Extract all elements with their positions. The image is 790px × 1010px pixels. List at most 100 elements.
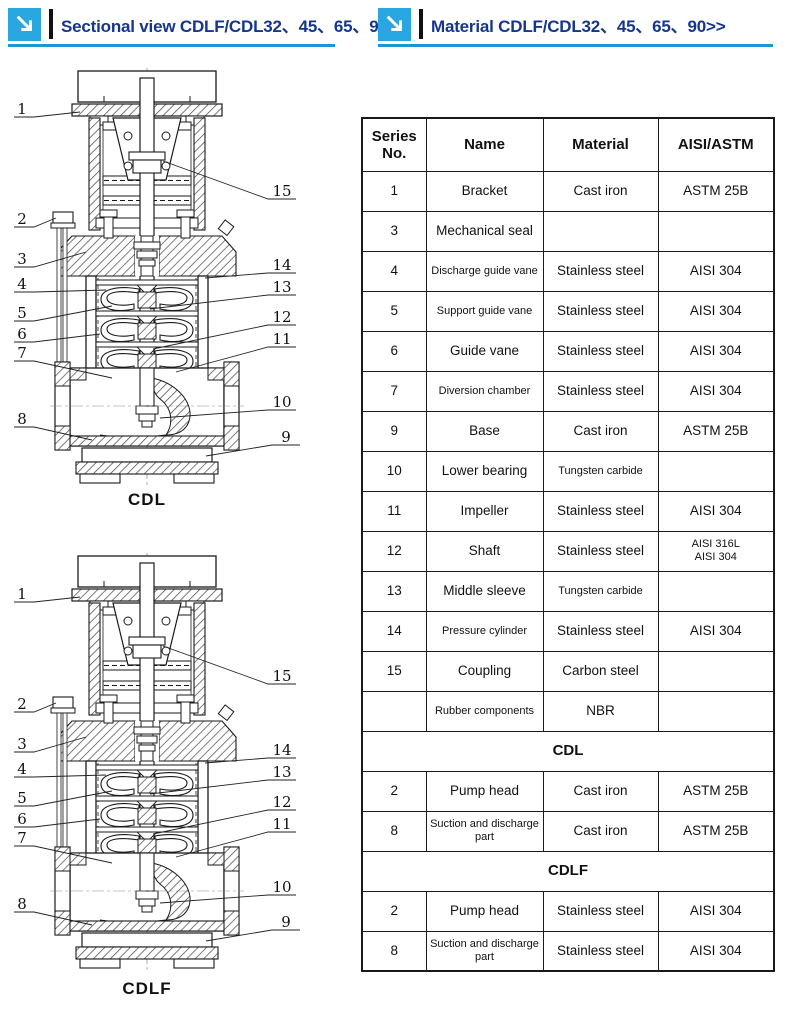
callout-number: 11	[272, 330, 291, 348]
table-cell-aisi	[657, 690, 775, 732]
callout-number: 1	[17, 585, 27, 603]
table-cell-material: Stainless steel	[542, 490, 659, 532]
table-cell-material: NBR	[542, 690, 659, 732]
table-cell-aisi: AISI 316L AISI 304	[657, 530, 775, 572]
callout-number: 12	[272, 308, 291, 326]
table-cell-no: 5	[361, 290, 427, 332]
table-cell-aisi: AISI 304	[657, 610, 775, 652]
material-title: Material CDLF/CDL32、45、65、90>>	[431, 16, 726, 36]
callout-number: 4	[17, 275, 27, 293]
callout-number: 9	[281, 913, 291, 931]
table-cell-material: Carbon steel	[542, 650, 659, 692]
col-header-material: Material	[542, 117, 659, 172]
table-cell-aisi: ASTM 25B	[657, 170, 775, 212]
table-cell-no: 10	[361, 450, 427, 492]
table-cell-no: 8	[361, 930, 427, 972]
table-cell-no: 2	[361, 890, 427, 932]
table-cell-name: Rubber components	[425, 690, 544, 732]
table-cell-material	[542, 210, 659, 252]
table-cell-no: 6	[361, 330, 427, 372]
section-row: CDL	[361, 730, 775, 772]
arrow-down-right-icon	[8, 7, 41, 41]
callout-number: 6	[17, 810, 27, 828]
table-cell-aisi: ASTM 25B	[657, 770, 775, 812]
callout-number: 5	[17, 304, 27, 322]
table-cell-no: 3	[361, 210, 427, 252]
table-cell-material: Stainless steel	[542, 930, 659, 972]
cdlf-drawing-label: CDLF	[122, 979, 172, 998]
col-header-series-no: Series No.	[361, 117, 427, 172]
table-cell-aisi	[657, 650, 775, 692]
table-cell-name: Pump head	[425, 890, 544, 932]
callout-number: 1	[17, 100, 27, 118]
table-cell-no: 14	[361, 610, 427, 652]
sectional-view-title: Sectional view CDLF/CDL32、45、65、90>>	[61, 16, 408, 36]
table-cell-no: 13	[361, 570, 427, 612]
table-cell-material: Tungsten carbide	[542, 450, 659, 492]
section-label: CDLF	[361, 850, 775, 892]
arrow-down-right-icon	[378, 7, 411, 41]
callout-number: 14	[272, 741, 291, 759]
table-cell-name: Coupling	[425, 650, 544, 692]
table-cell-material: Cast iron	[542, 410, 659, 452]
header-divider-bar	[419, 9, 423, 39]
callout-number: 8	[17, 895, 27, 913]
table-cell-material: Cast iron	[542, 770, 659, 812]
table-header-row: Series No. Name Material AISI/ASTM	[361, 117, 775, 172]
table-cell-name: Mechanical seal	[425, 210, 544, 252]
callout-number: 2	[17, 210, 27, 228]
table-cell-aisi: AISI 304	[657, 290, 775, 332]
table-cell-material: Stainless steel	[542, 890, 659, 932]
table-cell-no: 7	[361, 370, 427, 412]
section-label: CDL	[361, 730, 775, 772]
table-cell-name: Diversion chamber	[425, 370, 544, 412]
table-cell-material: Stainless steel	[542, 610, 659, 652]
table-cell-name: Suction and discharge part	[425, 930, 544, 972]
callout-number: 15	[272, 667, 291, 685]
callout-number: 10	[272, 393, 291, 411]
table-cell-name: Support guide vane	[425, 290, 544, 332]
callout-number: 2	[17, 695, 27, 713]
table-cell-material: Stainless steel	[542, 250, 659, 292]
section-row: CDLF	[361, 850, 775, 892]
header-underline	[8, 44, 335, 47]
material-header: Material CDLF/CDL32、45、65、90>>	[378, 6, 726, 42]
table-cell-no: 9	[361, 410, 427, 452]
table-cell-name: Guide vane	[425, 330, 544, 372]
table-cell-no	[361, 690, 427, 732]
table-cell-material: Stainless steel	[542, 370, 659, 412]
table-cell-name: Pressure cylinder	[425, 610, 544, 652]
table-cell-aisi: AISI 304	[657, 930, 775, 972]
callout-number: 12	[272, 793, 291, 811]
table-cell-no: 1	[361, 170, 427, 212]
table-cell-name: Bracket	[425, 170, 544, 212]
header-underline	[378, 44, 773, 47]
table-cell-aisi	[657, 210, 775, 252]
table-cell-no: 12	[361, 530, 427, 572]
table-cell-aisi: ASTM 25B	[657, 410, 775, 452]
table-cell-name: Lower bearing	[425, 450, 544, 492]
cdl-drawing-label: CDL	[128, 490, 166, 509]
callout-number: 9	[281, 428, 291, 446]
table-cell-material: Cast iron	[542, 810, 659, 852]
col-header-name: Name	[425, 117, 544, 172]
table-cell-aisi: AISI 304	[657, 890, 775, 932]
table-cell-aisi: AISI 304	[657, 250, 775, 292]
table-cell-name: Suction and discharge part	[425, 810, 544, 852]
table-cell-material: Tungsten carbide	[542, 570, 659, 612]
callout-number: 7	[17, 344, 27, 362]
table-cell-aisi: AISI 304	[657, 490, 775, 532]
callout-number: 3	[17, 735, 27, 753]
